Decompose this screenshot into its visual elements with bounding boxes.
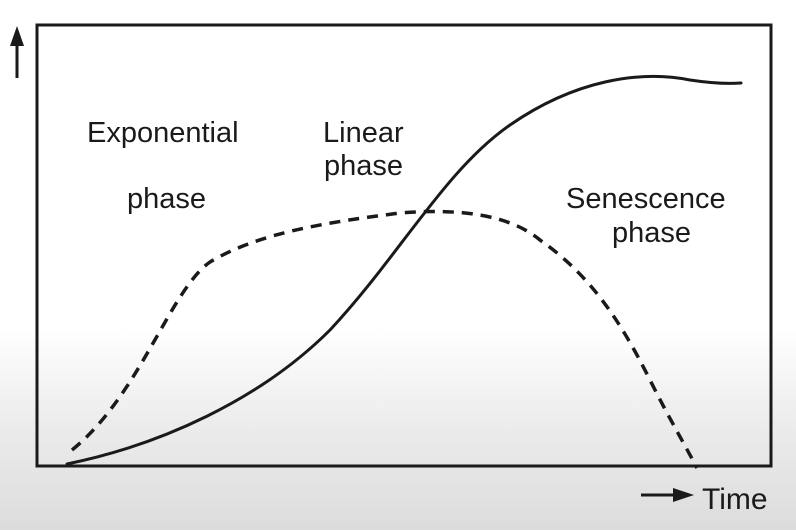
linear-label-line2: phase: [324, 150, 403, 182]
senescence-label-line1: Senescence: [566, 183, 726, 215]
y-axis-arrow-icon: [10, 26, 24, 78]
x-axis-arrow-icon: [641, 488, 694, 502]
plot-frame: [35, 23, 773, 468]
linear-label-line1: Linear: [323, 117, 404, 149]
x-axis-label: Time: [702, 483, 768, 516]
senescence-label-line2: phase: [612, 217, 691, 249]
exponential-label-line1: Exponential: [87, 117, 239, 149]
solid-sigmoid-curve: [65, 74, 743, 466]
dashed-phase-curve: [70, 209, 699, 469]
exponential-label-line2: phase: [127, 183, 206, 215]
